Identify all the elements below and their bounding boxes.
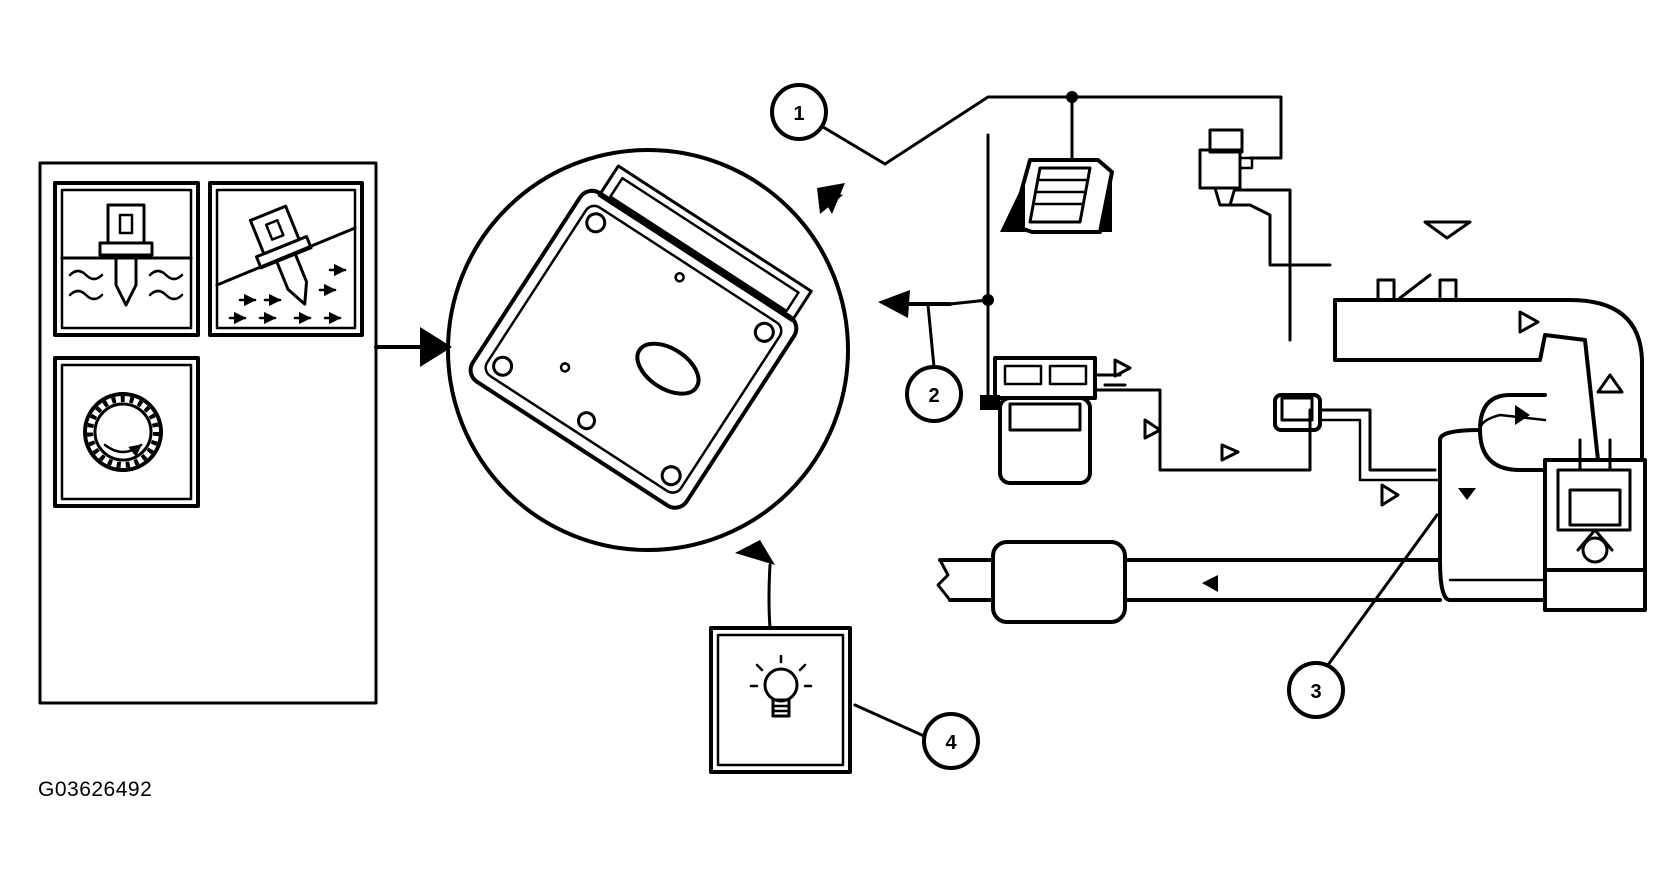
evap-canister-icon	[980, 356, 1312, 485]
engine-cylinder-icon	[1543, 438, 1647, 612]
callout-3: 3	[1287, 513, 1439, 719]
sensor-panel	[38, 161, 378, 705]
figure-id: G03626492	[38, 778, 153, 801]
engine-control-module-icon	[446, 148, 850, 552]
callout-2: 2	[905, 303, 963, 423]
intake-manifold	[1333, 273, 1644, 462]
muffler-icon	[936, 540, 1442, 624]
callout-4-label: 4	[945, 732, 957, 754]
callout-1-label: 1	[793, 103, 804, 125]
air-flow-sensor-icon	[208, 181, 364, 337]
input-arrow-2	[878, 290, 952, 318]
input-arrow-4	[735, 540, 775, 565]
airflow-arrows	[228, 263, 347, 325]
callout-1: 1	[770, 83, 1283, 166]
callout-4: 4	[853, 703, 980, 770]
malfunction-indicator-lamp-icon	[709, 563, 852, 774]
input-arrow-1	[817, 183, 845, 214]
exhaust-pipe	[1380, 393, 1547, 602]
purge-valve-icon	[1273, 393, 1442, 482]
crankshaft-speed-sensor-icon	[53, 356, 200, 508]
intake-flow-arrow	[1423, 220, 1472, 240]
coolant-temperature-sensor-icon	[53, 181, 200, 337]
ignition-coil-icon	[1000, 138, 1114, 234]
callout-2-label: 2	[928, 385, 939, 407]
panel-to-ecm-arrow	[374, 327, 452, 367]
engine-system-schematic	[936, 128, 1647, 624]
fuel-injector-icon	[1198, 128, 1332, 342]
callout-3-label: 3	[1310, 681, 1321, 703]
